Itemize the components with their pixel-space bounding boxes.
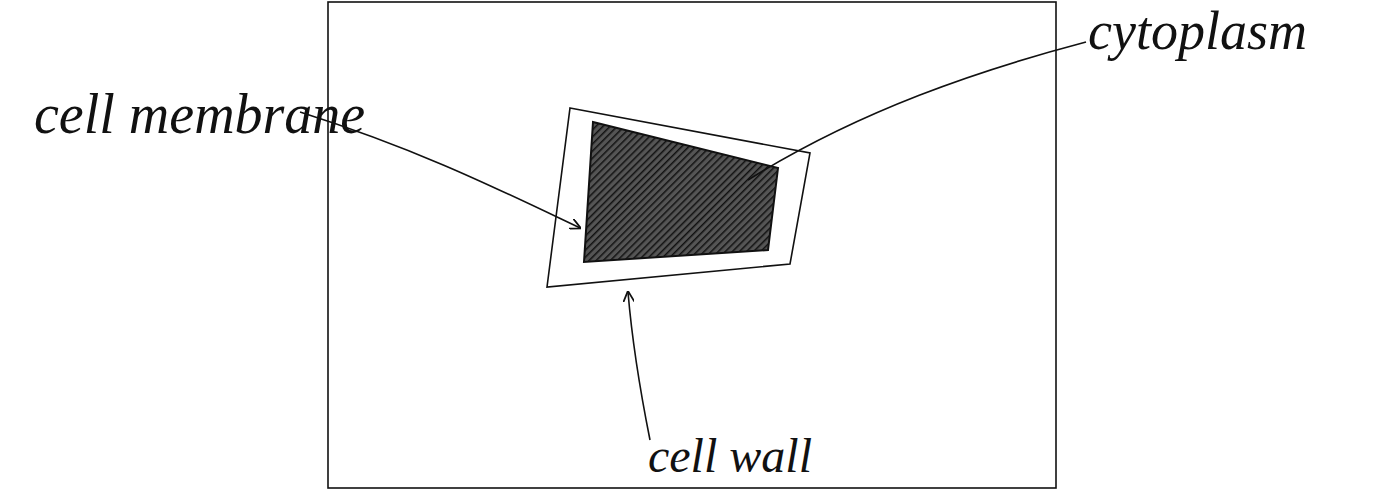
part-label: cell wall	[648, 432, 812, 480]
frame	[328, 2, 1056, 488]
cell-wall-outline	[547, 108, 810, 287]
leader-line	[748, 42, 1086, 180]
cytoplasm-hatching	[584, 122, 778, 262]
part-label: cell membrane	[34, 86, 365, 142]
leader-line	[628, 292, 650, 440]
part-label: cytoplasm	[1088, 4, 1307, 58]
